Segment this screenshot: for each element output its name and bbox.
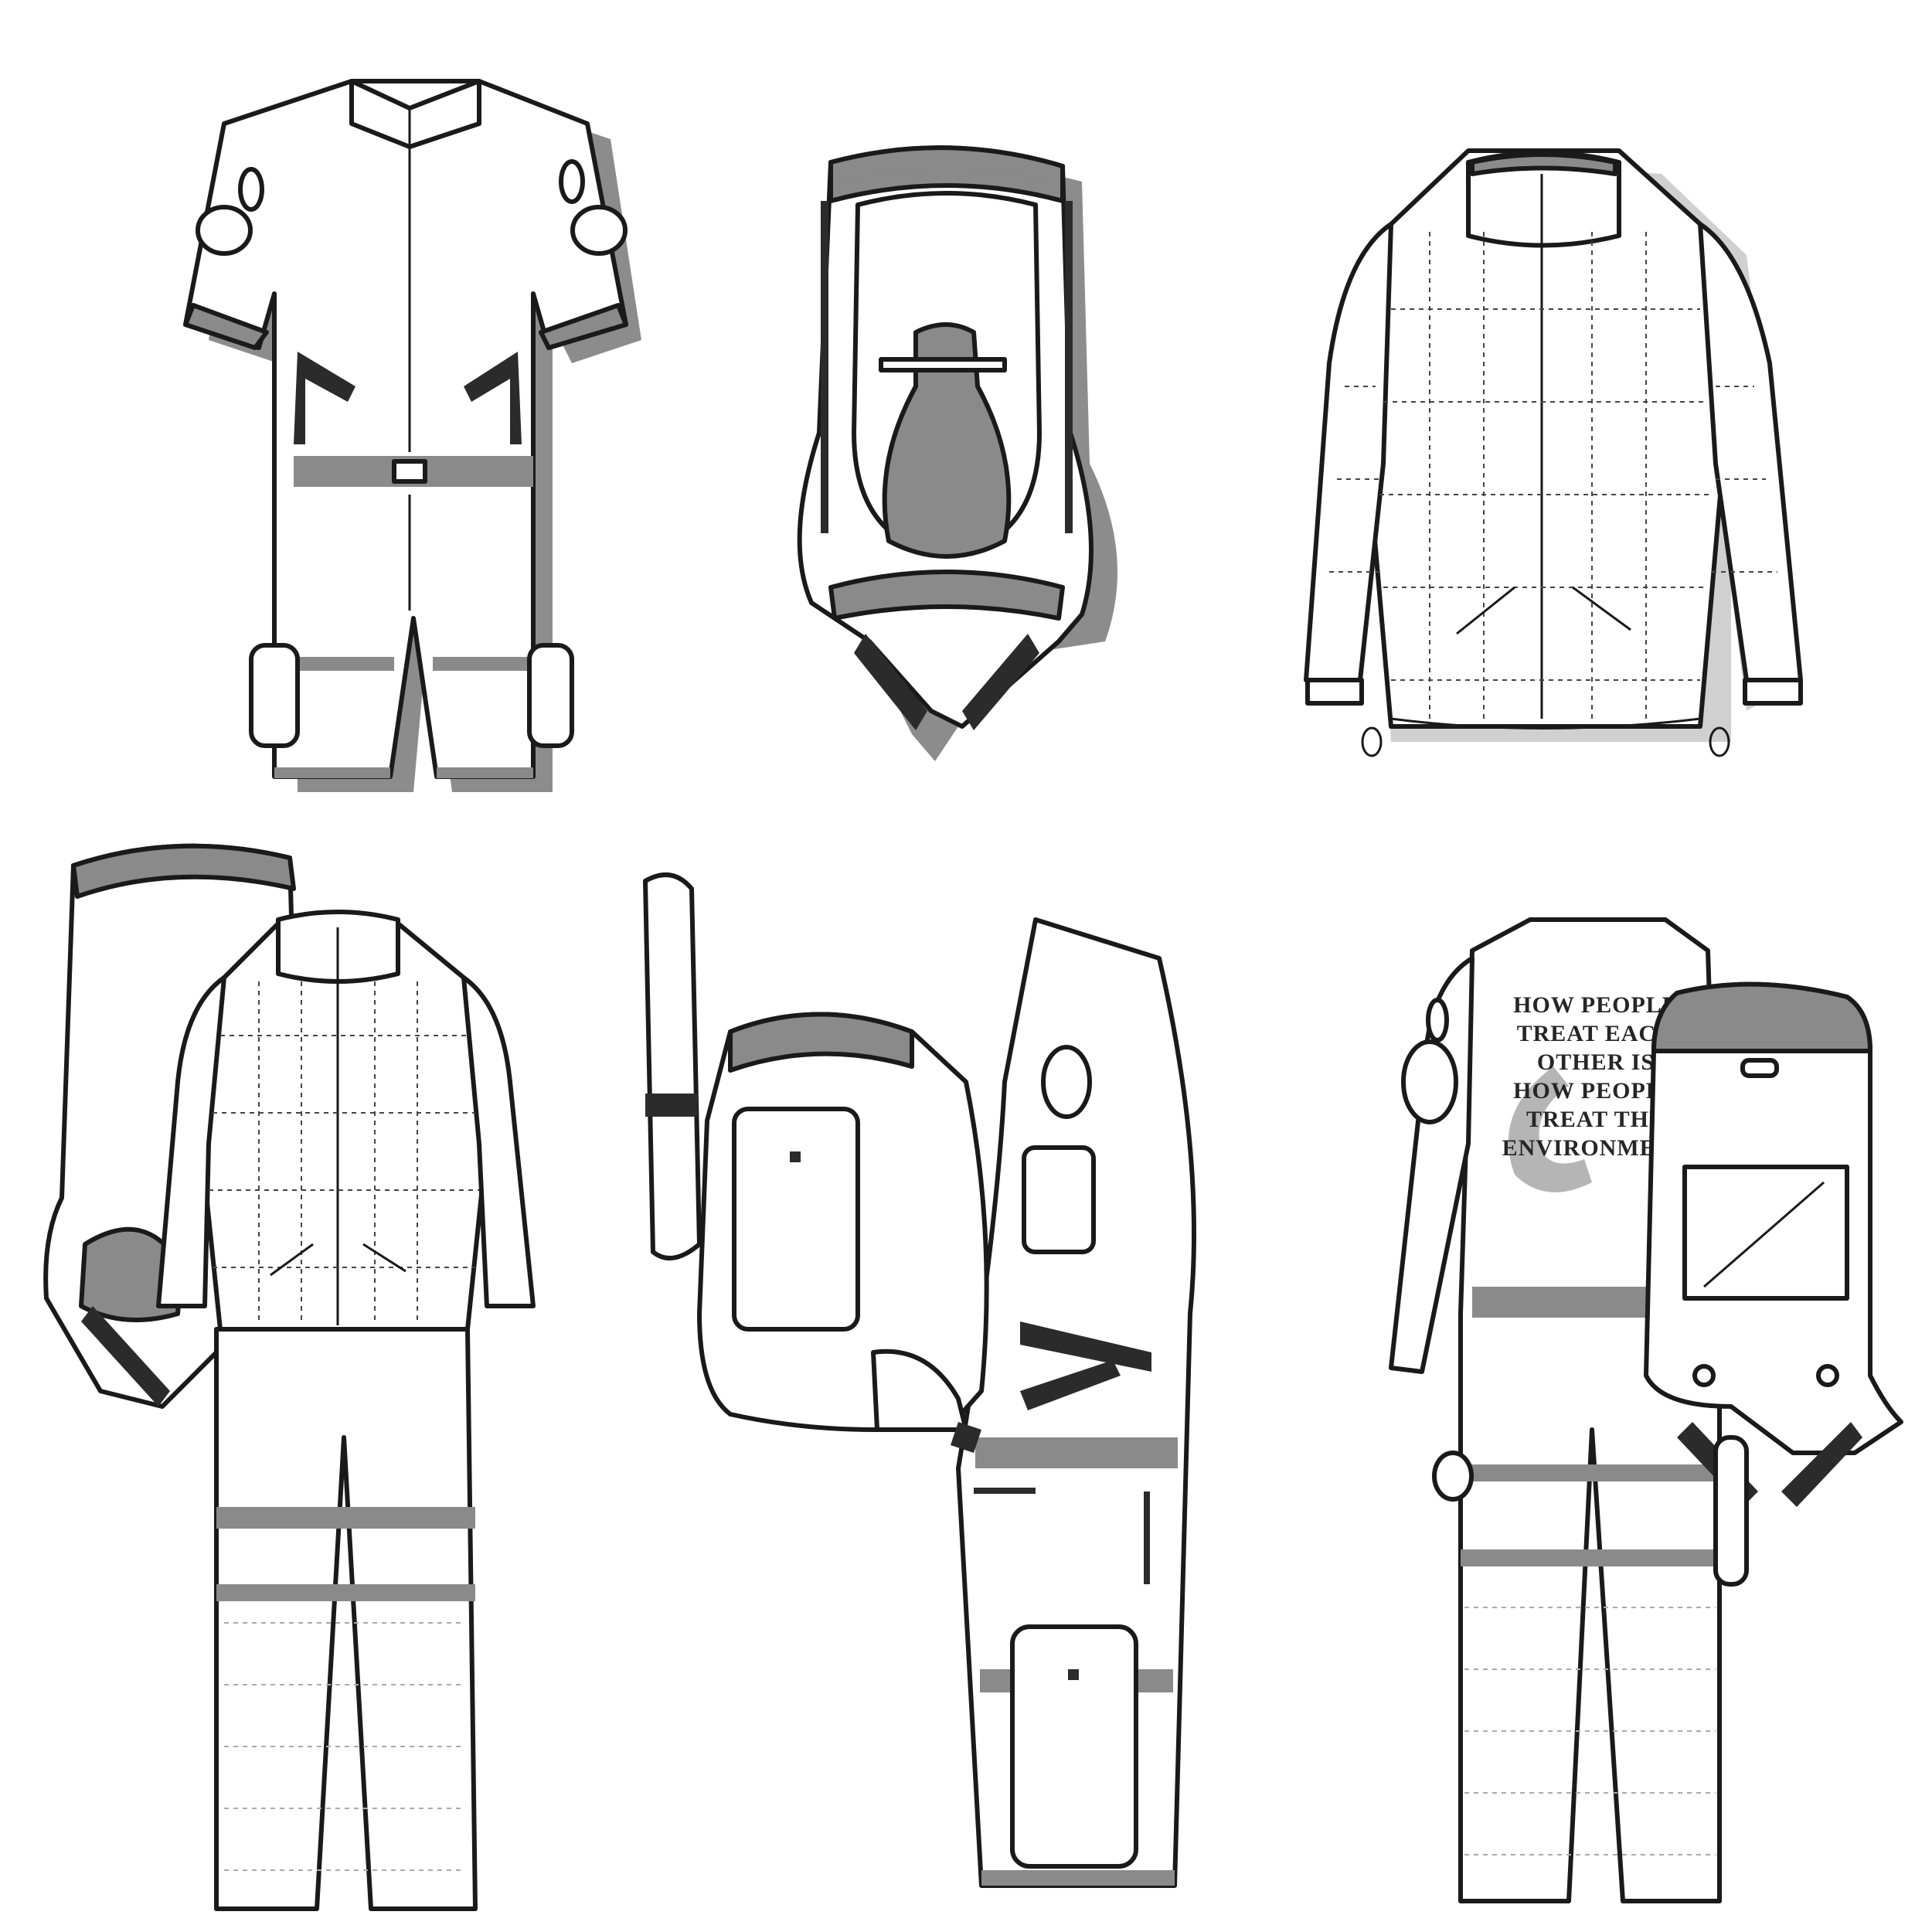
outfit-side-backpack-top	[728, 1012, 914, 1073]
outfit-side-hip-strap	[951, 1422, 981, 1453]
jumpsuit-left-hem	[274, 767, 390, 778]
backpack-hip-pad	[828, 570, 1065, 621]
outfit-back-hip-pad	[1432, 1451, 1474, 1502]
outfit-side-backpack-snap	[790, 1151, 801, 1162]
outfit-side-hip-belt	[871, 1349, 968, 1432]
outfit-side-thigh-pocket-snap	[1068, 1669, 1079, 1680]
jacket-left-pocket	[1456, 586, 1515, 635]
jacket-collar-inner	[1470, 152, 1617, 176]
outfit-side-frame-strap	[645, 1094, 698, 1117]
outfit-side-arm-pocket	[1022, 1145, 1096, 1254]
jumpsuit-left-shoulder-pad	[196, 205, 253, 256]
outfit-front-jacket-right-sleeve	[461, 975, 536, 1308]
backpack-top-bar	[828, 145, 1065, 203]
jumpsuit-belt-buckle	[392, 459, 427, 484]
outfit-front-thigh-band	[216, 1507, 475, 1529]
jumpsuit-right-knee-band	[433, 657, 533, 671]
backpack-left-rail	[821, 201, 828, 533]
outfit-back-thigh-band	[1461, 1464, 1719, 1481]
back-print-line-5: TREAT THE	[1526, 1107, 1665, 1132]
jumpsuit-left-knee-band	[274, 657, 394, 671]
jumpsuit-front-figure	[183, 79, 641, 792]
outfit-side-frame-pole	[643, 872, 702, 1260]
outfit-back-backpack-right-snap	[1816, 1364, 1839, 1387]
outfit-side-harness	[1020, 1321, 1151, 1410]
outfit-side-backpack-pocket	[732, 1107, 860, 1332]
outfit-back-backpack-top	[1651, 981, 1872, 1053]
outfit-back-backpack-left-snap	[1692, 1364, 1716, 1387]
jacket-left-toggle	[1361, 726, 1383, 757]
jumpsuit-right-harness	[464, 352, 522, 444]
outfit-back-shoulder-pad	[1401, 1039, 1458, 1124]
outfit-side-thigh-pocket	[1010, 1624, 1138, 1869]
jumpsuit-left-harness	[294, 352, 355, 444]
jacket-left-cuff	[1305, 678, 1364, 706]
outfit-side-hem	[981, 1870, 1175, 1886]
outfit-front-jacket	[195, 921, 493, 1332]
backpack-back-pad	[882, 322, 1012, 559]
jumpsuit-right-badge-icon	[559, 159, 585, 204]
back-print-line-4: HOW PEOPLE	[1513, 1078, 1679, 1104]
back-print-line-3: OTHER IS	[1537, 1049, 1655, 1075]
backpack-right-strap	[962, 634, 1039, 730]
backpack-frame-figure	[797, 145, 1117, 762]
outfit-back-knee-band	[1461, 1549, 1719, 1566]
jumpsuit-left-knee-pad	[249, 643, 300, 748]
outfit-back-backpack-handle	[1740, 1058, 1779, 1078]
jacket-left-sleeve	[1304, 222, 1393, 682]
jumpsuit-right-hem	[437, 767, 533, 778]
jumpsuit-left-badge-icon	[238, 167, 264, 212]
outfit-side-belt	[975, 1437, 1178, 1468]
outfit-side-zip-mark	[1144, 1492, 1150, 1584]
outfit-side-figure	[643, 872, 1196, 1888]
outfit-front-knee-band	[216, 1584, 475, 1601]
outfit-back-backpack-right-strap	[1781, 1422, 1862, 1507]
outfit-back-swirl-graphic	[1508, 1066, 1592, 1192]
outfit-side-emblem-icon	[1041, 1045, 1092, 1119]
outfit-back-side-pad	[1713, 1435, 1749, 1587]
backpack-sternum-strap	[879, 357, 1007, 372]
backpack-right-rail	[1065, 201, 1073, 533]
back-print-line-2: TREAT EACH	[1517, 1021, 1675, 1046]
jumpsuit-left-cuff	[183, 303, 269, 350]
backpack-left-strap	[854, 634, 927, 730]
outfit-front-figure	[43, 843, 536, 1911]
jumpsuit-right-cuff	[539, 303, 628, 350]
outfit-front-jacket-left-pocket	[270, 1243, 314, 1277]
outfit-front-backpack-top	[71, 843, 296, 899]
outfit-front-jacket-left-sleeve	[156, 975, 226, 1308]
jumpsuit-right-knee-pad	[527, 643, 574, 748]
jumpsuit-right-shoulder-pad	[570, 205, 628, 256]
jacket-right-pocket	[1572, 586, 1631, 631]
outfit-front-backpack-strap	[81, 1306, 170, 1406]
outfit-front-trousers	[214, 1327, 478, 1911]
puffer-jacket-figure	[1304, 148, 1803, 757]
outfit-back-backpack-diagonal	[1703, 1181, 1825, 1288]
jacket-hem-drawcord	[1390, 717, 1701, 730]
outfit-front-jacket-right-pocket	[362, 1243, 406, 1273]
outfit-back-badge-icon	[1426, 998, 1449, 1043]
jacket-right-sleeve	[1698, 222, 1803, 682]
jacket-right-cuff	[1743, 678, 1803, 706]
outfit-side-pocket-mark	[974, 1488, 1036, 1494]
back-print-line-1: HOW PEOPLE	[1513, 992, 1679, 1018]
jacket-right-toggle	[1709, 726, 1730, 757]
outfit-back-figure: HOW PEOPLE TREAT EACH OTHER IS HOW PEOPL…	[1389, 917, 1903, 1903]
